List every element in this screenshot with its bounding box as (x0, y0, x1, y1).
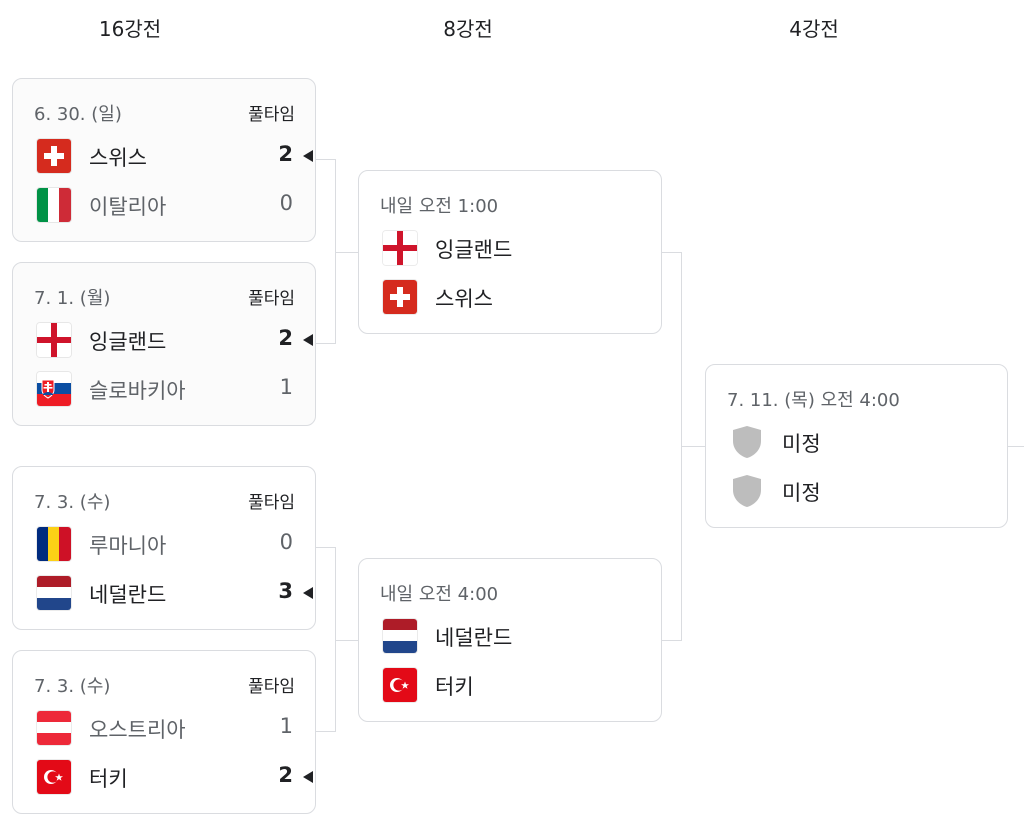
round-header-sf: 4강전 (789, 17, 839, 41)
team-name: 루마니아 (89, 534, 167, 558)
connector-line (316, 547, 336, 548)
match-status: 풀타임 (248, 677, 295, 697)
r16-match-card[interactable]: 7. 1. (월) 풀타임 잉글랜드 2 슬로바키아 1 (12, 262, 316, 426)
team-row: 미정 (706, 471, 1007, 511)
netherlands-flag-icon (37, 576, 71, 610)
winner-arrow-icon (303, 587, 313, 599)
turkey-flag-icon (37, 760, 71, 794)
match-status: 풀타임 (248, 289, 295, 309)
team-score: 0 (279, 530, 293, 554)
team-row: 스위스 2 (13, 136, 315, 176)
team-name: 네덜란드 (89, 583, 167, 607)
team-name: 이탈리아 (89, 195, 167, 219)
team-score: 1 (279, 714, 293, 738)
turkey-flag-icon (383, 668, 417, 702)
connector-line (335, 159, 336, 344)
connector-line (661, 640, 682, 641)
r16-match-card[interactable]: 6. 30. (일) 풀타임 스위스 2 이탈리아 0 (12, 78, 316, 242)
round-header-r16: 16강전 (98, 17, 162, 41)
round-header-qf: 8강전 (443, 17, 493, 41)
team-score: 1 (279, 375, 293, 399)
shield-placeholder-icon (730, 473, 764, 509)
match-date: 내일 오전 1:00 (380, 196, 499, 217)
team-name: 잉글랜드 (435, 238, 513, 262)
italy-flag-icon (37, 188, 71, 222)
team-row: 오스트리아 1 (13, 708, 315, 748)
team-name: 터키 (435, 675, 474, 699)
connector-line (335, 252, 359, 253)
team-name: 스위스 (435, 287, 493, 311)
winner-arrow-icon (303, 150, 313, 162)
connector-line (1007, 446, 1024, 447)
team-score: 0 (279, 191, 293, 215)
match-date: 내일 오전 4:00 (380, 584, 499, 605)
r16-match-card[interactable]: 7. 3. (수) 풀타임 루마니아 0 네덜란드 3 (12, 466, 316, 630)
team-row: 잉글랜드 2 (13, 320, 315, 360)
match-date: 6. 30. (일) (34, 104, 122, 125)
winner-arrow-icon (303, 771, 313, 783)
team-row: 미정 (706, 422, 1007, 462)
match-date: 7. 3. (수) (34, 676, 111, 697)
winner-arrow-icon (303, 334, 313, 346)
team-score: 2 (278, 142, 293, 166)
r16-match-card[interactable]: 7. 3. (수) 풀타임 오스트리아 1 터키 2 (12, 650, 316, 814)
romania-flag-icon (37, 527, 71, 561)
connector-line (681, 446, 706, 447)
team-name: 미정 (782, 481, 821, 505)
team-row: 터키 2 (13, 757, 315, 797)
qf-match-card[interactable]: 내일 오전 4:00 네덜란드 터키 (358, 558, 662, 722)
team-row: 루마니아 0 (13, 524, 315, 564)
match-date: 7. 1. (월) (34, 288, 111, 309)
match-date: 7. 11. (목) 오전 4:00 (727, 390, 900, 411)
team-name: 슬로바키아 (89, 379, 186, 403)
team-name: 잉글랜드 (89, 330, 167, 354)
connector-line (316, 343, 336, 344)
team-row: 네덜란드 3 (13, 573, 315, 613)
switzerland-flag-icon (37, 139, 71, 173)
england-flag-icon (37, 323, 71, 357)
team-row: 네덜란드 (359, 616, 661, 656)
team-name: 오스트리아 (89, 718, 186, 742)
connector-line (661, 252, 682, 253)
match-status: 풀타임 (248, 105, 295, 125)
sf-match-card[interactable]: 7. 11. (목) 오전 4:00 미정 미정 (705, 364, 1008, 528)
team-name: 미정 (782, 432, 821, 456)
connector-line (335, 547, 336, 732)
team-name: 스위스 (89, 146, 147, 170)
team-name: 네덜란드 (435, 626, 513, 650)
match-status: 풀타임 (248, 493, 295, 513)
team-row: 이탈리아 0 (13, 185, 315, 225)
team-row: 잉글랜드 (359, 228, 661, 268)
qf-match-card[interactable]: 내일 오전 1:00 잉글랜드 스위스 (358, 170, 662, 334)
connector-line (316, 159, 336, 160)
team-score: 3 (278, 579, 293, 603)
austria-flag-icon (37, 711, 71, 745)
switzerland-flag-icon (383, 280, 417, 314)
team-row: 슬로바키아 1 (13, 369, 315, 409)
england-flag-icon (383, 231, 417, 265)
team-score: 2 (278, 763, 293, 787)
team-row: 터키 (359, 665, 661, 705)
connector-line (335, 640, 359, 641)
shield-placeholder-icon (730, 424, 764, 460)
slovakia-flag-icon (37, 372, 71, 406)
team-score: 2 (278, 326, 293, 350)
team-name: 터키 (89, 767, 128, 791)
connector-line (316, 731, 336, 732)
match-date: 7. 3. (수) (34, 492, 111, 513)
netherlands-flag-icon (383, 619, 417, 653)
team-row: 스위스 (359, 277, 661, 317)
